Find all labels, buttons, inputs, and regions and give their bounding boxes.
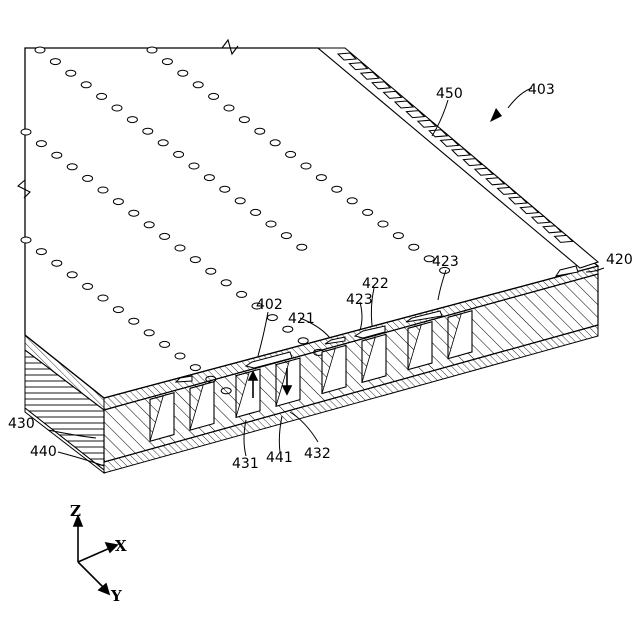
gas-hole [237, 291, 247, 297]
gas-hole [189, 163, 199, 169]
arrow-403-head [490, 108, 502, 122]
gas-hole [220, 186, 230, 192]
gas-hole [393, 233, 403, 239]
gas-hole [98, 187, 108, 193]
gas-hole [378, 221, 388, 227]
label-420: 420 [606, 252, 633, 268]
gas-hole [174, 151, 184, 157]
label-421: 421 [288, 311, 315, 327]
gas-hole [409, 244, 419, 250]
gas-hole [286, 151, 296, 157]
gas-hole [144, 222, 154, 228]
gas-hole [255, 128, 265, 134]
gas-hole [21, 129, 31, 135]
label-422: 422 [362, 276, 389, 292]
gas-hole [97, 93, 107, 99]
gas-hole [52, 260, 62, 266]
gas-hole [267, 315, 277, 321]
gas-hole [193, 82, 203, 88]
gas-hole [209, 93, 219, 99]
gas-hole [270, 140, 280, 146]
gas-hole [332, 186, 342, 192]
gas-hole [67, 272, 77, 278]
gas-hole [301, 163, 311, 169]
gas-hole [66, 70, 76, 76]
gas-hole [81, 82, 91, 88]
gas-hole [266, 221, 276, 227]
label-430: 430 [8, 416, 35, 432]
gas-hole [160, 233, 170, 239]
gas-hole [129, 210, 139, 216]
gas-hole [283, 326, 293, 332]
gas-hole [143, 128, 153, 134]
axis-x-label: X [115, 537, 127, 555]
gas-hole [297, 244, 307, 250]
gas-hole [175, 245, 185, 251]
gas-hole [67, 164, 77, 170]
gas-hole [190, 257, 200, 263]
gas-hole [160, 341, 170, 347]
gas-hole [363, 209, 373, 215]
gas-hole [206, 268, 216, 274]
gas-hole [347, 198, 357, 204]
gas-hole [127, 117, 137, 123]
gas-hole [36, 141, 46, 147]
gas-hole [158, 140, 168, 146]
label-403: 403 [528, 82, 555, 98]
gas-hole [204, 175, 214, 181]
label-431: 431 [232, 456, 259, 472]
gas-hole [221, 280, 231, 286]
gas-hole [239, 117, 249, 123]
gas-hole [83, 283, 93, 289]
label-423-upper: 423 [432, 254, 459, 270]
gas-hole [98, 295, 108, 301]
gas-hole [147, 47, 157, 53]
gas-hole [50, 59, 60, 65]
gas-hole [162, 59, 172, 65]
gas-hole [21, 237, 31, 243]
gas-hole [178, 70, 188, 76]
gas-hole [251, 209, 261, 215]
axis-z-label: Z [70, 502, 81, 520]
label-423-lower: 423 [346, 292, 373, 308]
gas-hole [113, 199, 123, 205]
axis-triad [74, 516, 117, 594]
gas-hole [175, 353, 185, 359]
gas-hole [36, 249, 46, 255]
gas-hole [83, 175, 93, 181]
axis-y-label: Y [110, 587, 122, 605]
gas-hole [281, 233, 291, 239]
gas-hole [298, 338, 308, 344]
label-432: 432 [304, 446, 331, 462]
gas-hole [52, 152, 62, 158]
label-440: 440 [30, 444, 57, 460]
gas-hole [224, 105, 234, 111]
gas-hole [112, 105, 122, 111]
label-450: 450 [436, 86, 463, 102]
gas-hole [316, 175, 326, 181]
gas-hole [35, 47, 45, 53]
label-402: 402 [256, 297, 283, 313]
gas-hole [113, 307, 123, 313]
gas-hole [190, 365, 200, 371]
gas-hole [129, 318, 139, 324]
gas-hole [144, 330, 154, 336]
gas-hole [235, 198, 245, 204]
label-441: 441 [266, 450, 293, 466]
